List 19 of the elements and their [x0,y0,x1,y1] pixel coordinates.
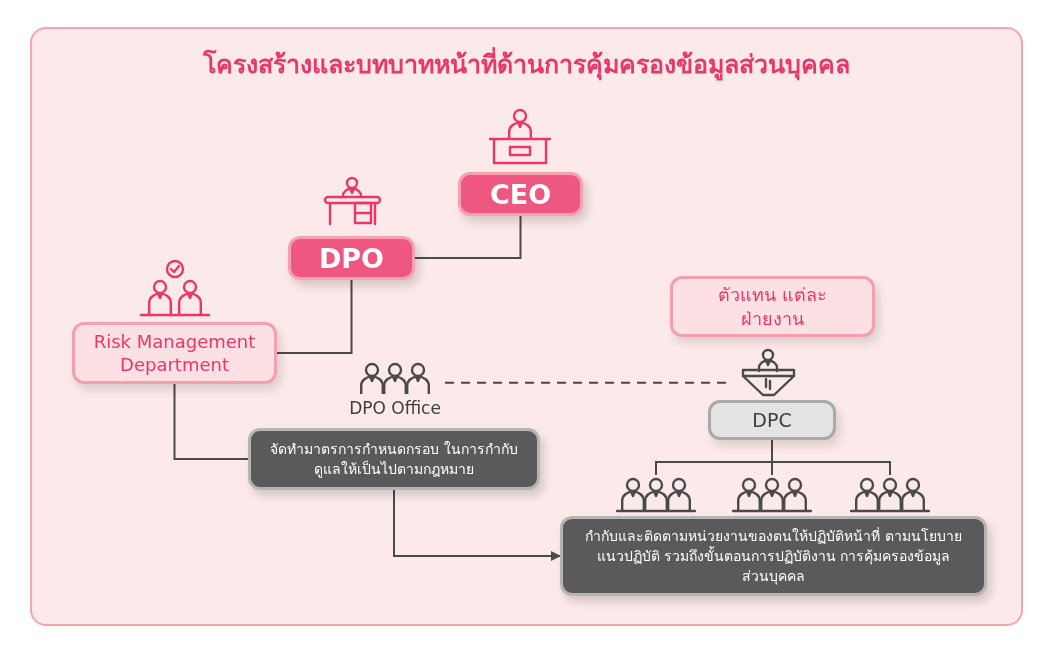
connector-line [771,439,891,476]
connector-line [173,383,249,460]
description-box: จัดทำมาตรการกำหนดกรอบ ในการกำกับดูแลให้เป็นไปตามกฎหมาย [248,428,540,490]
role-box: ตัวแทน แต่ละฝ่ายงาน [670,276,875,337]
connector-line [276,279,353,354]
connector-line [414,215,522,259]
people-group-icon [616,477,696,513]
dashed-connector [444,381,729,384]
people-group-icon [850,477,930,513]
people-group-icon [732,477,812,513]
description-box: กำกับและติดตามหน่วยงานของตนให้ปฏิบัติหน้าที่ ตามนโยบาย แนวปฏิบัติ รวมถึงขั้นตอนการปฏิบัติงาน การคุ้มครองข้อมูลส่วนบุคคล [560,516,987,596]
role-box: CEO [458,172,583,216]
node-caption: DPO Office [348,398,442,418]
role-box: DPC [708,400,836,440]
presenter-icon [740,347,797,397]
role-box: DPO [288,236,415,280]
role-box: Risk Management Department [72,322,277,384]
arrow [393,489,561,561]
diagram-title: โครงสร้างและบทบาทหน้าที่ด้านการคุ้มครองข้อมูลส่วนบุคคล [60,44,993,84]
